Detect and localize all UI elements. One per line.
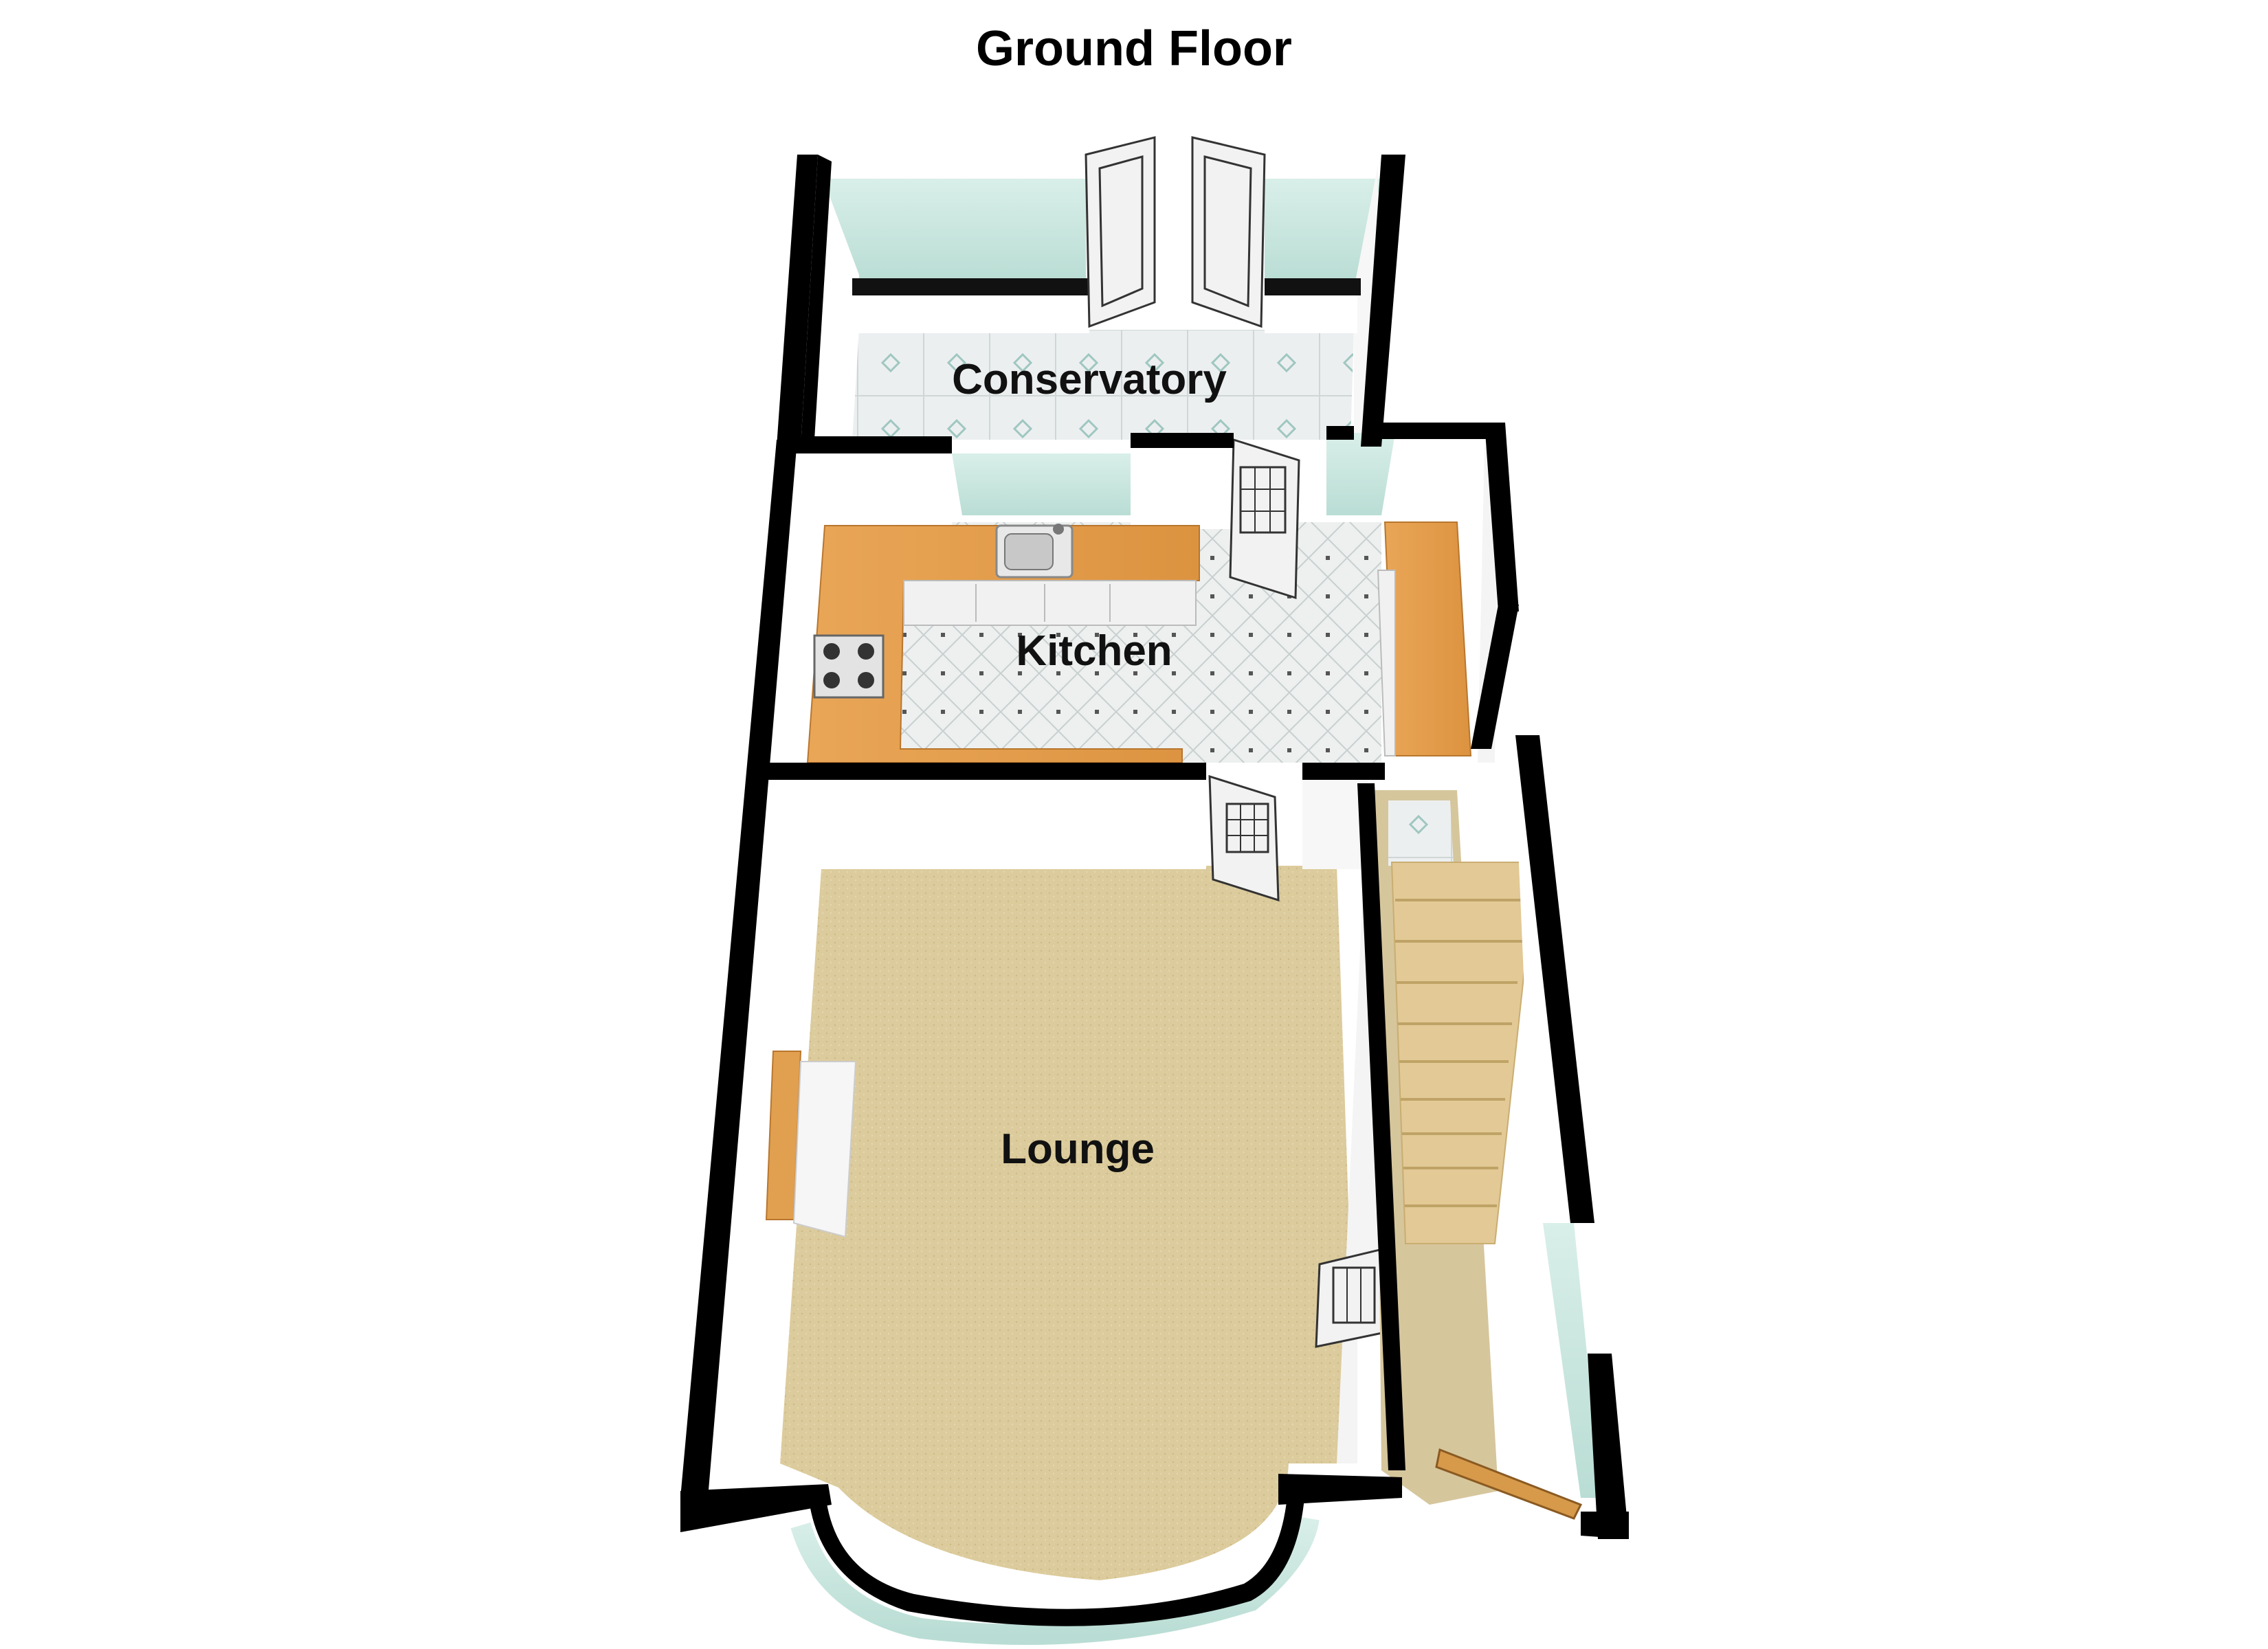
hob-icon <box>813 634 885 699</box>
staircase <box>1390 862 1537 1244</box>
front-door[interactable] <box>1435 1448 1583 1520</box>
lounge-back-wall-right-face <box>1302 780 1368 869</box>
hall-entrance-tiles <box>1388 800 1454 866</box>
lounge-left-wall-face <box>694 783 821 1491</box>
hall <box>1375 783 1601 1520</box>
lounge-floor <box>780 866 1357 1580</box>
kitchen-back-wall-right <box>1131 447 1230 529</box>
kitchen-conservatory-door[interactable] <box>1229 438 1300 600</box>
kitchen-glass-panel <box>1326 433 1395 515</box>
kitchen-cabinets <box>903 580 1197 626</box>
kitchen-left-wall-face <box>763 453 825 763</box>
french-door-left[interactable] <box>1085 136 1156 328</box>
fireplace <box>765 1051 857 1238</box>
floor-title: Ground Floor <box>976 21 1292 76</box>
french-door-right[interactable] <box>1191 136 1266 328</box>
lounge: Lounge <box>694 774 1407 1645</box>
hall-glass <box>1543 1223 1601 1498</box>
conservatory-floor <box>852 330 1354 440</box>
conservatory: Conservatory <box>801 136 1381 440</box>
kitchen-right-recess-face <box>1381 447 1485 529</box>
room-label-kitchen: Kitchen <box>1016 627 1172 675</box>
room-label-conservatory: Conservatory <box>952 356 1227 403</box>
conservatory-glass-left <box>825 179 1086 282</box>
kitchen-worktop-right <box>1383 521 1472 756</box>
lounge-back-wall-face <box>763 780 1206 869</box>
kitchen-back-wall-left <box>797 453 952 529</box>
kitchen: Kitchen <box>763 433 1498 763</box>
conservatory-glass-right <box>1265 179 1381 282</box>
french-doors[interactable] <box>1085 136 1266 328</box>
lounge-kitchen-door[interactable] <box>1208 774 1280 902</box>
room-label-lounge: Lounge <box>1001 1125 1155 1173</box>
walls <box>680 155 1629 1626</box>
kitchen-splashback-glass <box>952 453 1131 515</box>
sink-icon <box>995 524 1074 579</box>
